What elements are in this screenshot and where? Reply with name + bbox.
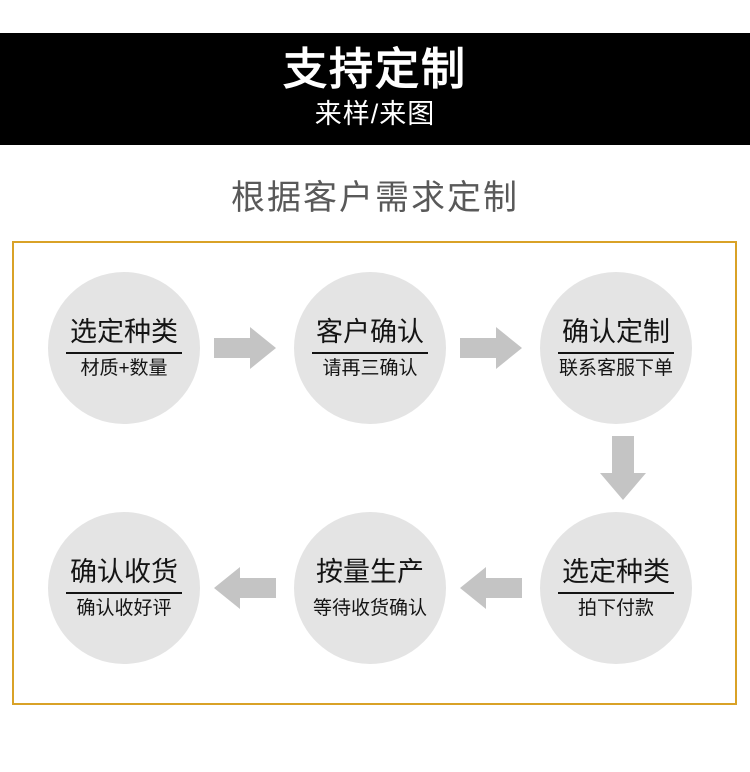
banner-title: 支持定制 — [283, 45, 467, 95]
flow-node-title: 确认收货 — [70, 556, 178, 587]
flow-node-title: 选定种类 — [70, 316, 178, 347]
flow-node-divider — [312, 351, 428, 354]
flow-node-divider — [558, 591, 674, 594]
flow-node-subtitle: 确认收好评 — [76, 597, 172, 619]
flow-node-title: 客户确认 — [316, 316, 424, 347]
flow-node-customer-confirm: 客户确认 请再三确认 — [294, 272, 446, 424]
section-heading: 根据客户需求定制 — [231, 179, 519, 217]
flow-node-subtitle: 请再三确认 — [322, 357, 418, 379]
flow-node-select-type-1: 选定种类 材质+数量 — [48, 272, 200, 424]
flow-node-title: 按量生产 — [316, 556, 424, 587]
flow-node-divider — [558, 351, 674, 354]
arrow-down-icon — [600, 436, 646, 500]
header-banner: 支持定制 来样/来图 — [0, 33, 750, 145]
flow-node-title: 确认定制 — [562, 316, 670, 347]
flow-node-divider — [66, 351, 182, 354]
flow-node-production: 按量生产 等待收货确认 — [294, 512, 446, 664]
arrow-left-icon — [214, 567, 276, 609]
flow-node-subtitle: 等待收货确认 — [312, 597, 427, 619]
flow-node-subtitle: 联系客服下单 — [558, 357, 673, 379]
arrow-right-icon — [214, 327, 276, 369]
flow-node-title: 选定种类 — [562, 556, 670, 587]
flow-node-subtitle: 拍下付款 — [577, 597, 654, 619]
flow-node-select-type-2: 选定种类 拍下付款 — [540, 512, 692, 664]
banner-subtitle: 来样/来图 — [314, 98, 436, 129]
flow-node-subtitle: 材质+数量 — [80, 357, 168, 379]
flow-node-divider — [312, 592, 428, 594]
arrow-right-icon — [460, 327, 522, 369]
flow-node-divider — [66, 591, 182, 594]
arrow-left-icon — [460, 567, 522, 609]
flow-node-confirm-custom: 确认定制 联系客服下单 — [540, 272, 692, 424]
flow-node-confirm-receipt: 确认收货 确认收好评 — [48, 512, 200, 664]
